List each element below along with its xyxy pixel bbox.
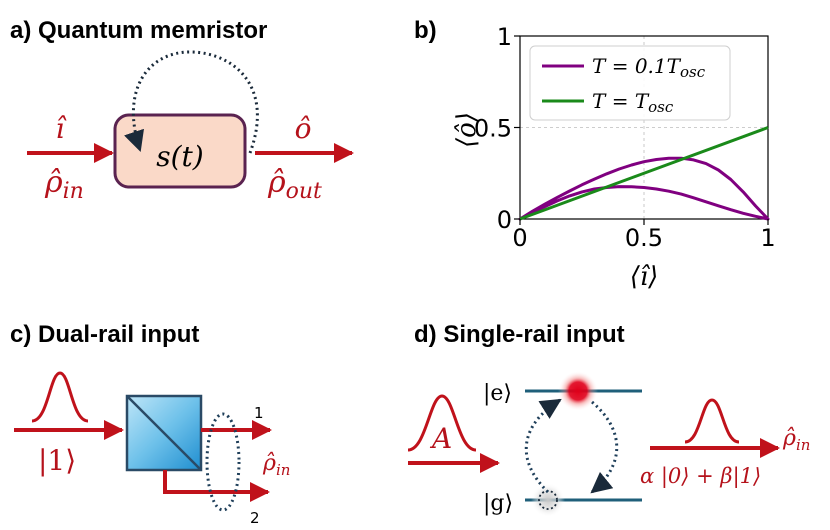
single-rail-input-pulse [407,394,477,452]
ground-state-label: |g⟩ [483,491,513,516]
panel-d-heading: d) Single-rail input [414,321,625,348]
output-port-2-arrow [163,470,270,502]
y-tick-label-0: 0 [497,206,512,234]
legend-label-purple: T = 0.1Tosc [592,54,706,81]
panel-b-heading: b) [414,17,437,44]
y-tick-label-2: 1 [497,23,512,51]
y-axis-label: ⟨ô⟩ [452,112,482,148]
output-state-label: ρ̂out [267,165,322,204]
x-tick-label-0: 0 [512,224,527,252]
input-operator-label: ı̂ [56,112,67,145]
memristor-state-label: s(t) [156,140,203,173]
ground-population-glow [531,483,565,517]
x-tick-label-2: 1 [760,224,775,252]
panel-c: c) Dual-rail input |1⟩ 1 2 ρ̂in [10,321,290,527]
y-tick-label-1: 0.5 [474,115,512,143]
single-rail-output-operator: ρ̂in [782,426,810,454]
series-line-0 [518,156,770,221]
series-line-1 [519,126,769,221]
pulse-amplitude-label: A [429,422,452,455]
input-state-label: ρ̂in [44,165,84,204]
panel-a-heading: a) Quantum memristor [10,17,267,44]
output-modes-ellipse [205,412,241,512]
dual-rail-output-state-label: ρ̂in [262,451,290,479]
memristor-hysteresis-plot: 0 0.5 1 0 0.5 1 [474,23,776,252]
excitation-arrow [524,398,562,494]
x-axis-label: ⟨ı̂⟩ [630,262,659,292]
superposition-state-label: α |0⟩ + β|1⟩ [640,464,761,489]
input-pulse [31,371,89,423]
output-operator-label: ô [295,112,312,145]
single-rail-output-pulse [684,398,740,444]
excited-state-label: |e⟩ [483,381,512,406]
port-1-label: 1 [254,404,264,422]
x-tick-label-1: 0.5 [625,224,663,252]
panel-a: a) Quantum memristor s(t) ı̂ ρ̂in ô ρ̂ou… [10,17,354,204]
excited-population-dot [558,371,598,411]
beam-splitter-diagonal [126,395,202,471]
decay-arrow [590,400,619,494]
single-photon-state-label: |1⟩ [38,444,76,477]
panel-b: b) 0 0.5 1 0 0.5 1 ⟨ô⟩ ⟨ı̂⟩ T = 0.1Tosc T = T… [414,17,776,292]
legend-label-green: T = Tosc [592,89,674,116]
panel-d: d) Single-rail input A |e⟩ |g⟩ ρ̂in α |0… [407,321,810,517]
port-2-label: 2 [250,509,260,527]
memristor-box [113,113,247,189]
panel-c-heading: c) Dual-rail input [10,321,199,348]
